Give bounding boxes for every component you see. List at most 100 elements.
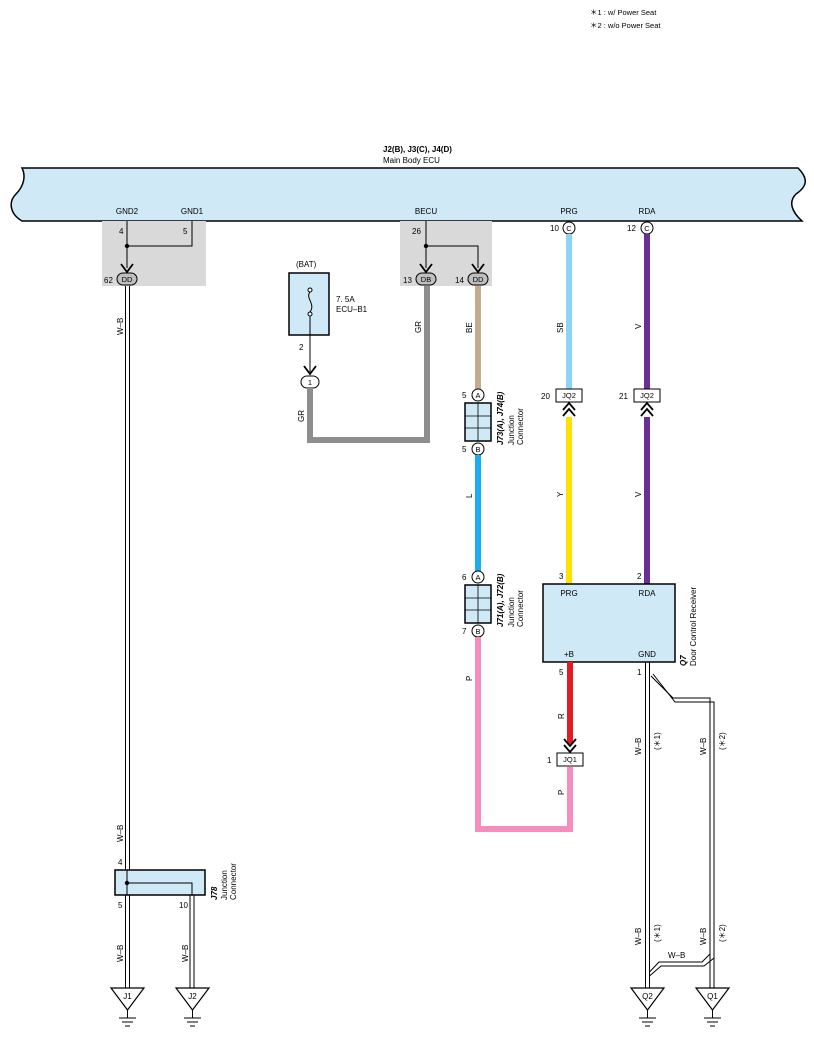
fuse-term-label: 1 [308,378,312,387]
q7-name: Door Control Receiver [689,587,698,666]
wire-label-wb-j1: W–B [116,945,125,962]
j71-conn-a-label: A [475,573,480,582]
wire-label-wb-q7-3: W–B [634,928,643,945]
ground-q1-label: Q1 [707,992,718,1001]
j73-conn-a-label: A [475,391,480,400]
j71-conn-b-label: B [475,627,480,636]
j78-pin-in: 4 [118,858,123,867]
j71-name-1: Junction [507,597,516,627]
ground-j2 [174,987,211,1027]
ecu-pin-num-gnd2: 4 [119,227,124,236]
j78-pin-out1: 5 [118,901,123,910]
fuse-terminal-bottom [307,311,313,317]
j71-code: J71(A), J72(B) [496,573,505,627]
ecu-pin-num-becu: 26 [412,227,421,236]
jq2-prg-arrow [562,401,576,417]
ground-q2 [629,987,666,1027]
j73-grid [465,403,491,441]
becu-arrow-right [471,263,485,274]
j73-name-2: Connector [516,408,525,445]
cond-label-2b: (＊2) [718,924,727,942]
j71-pin-a: 6 [462,573,467,582]
jq2-rda-arrow [640,401,654,417]
cond-label-1a: (＊1) [653,732,662,750]
becu-conn-db-pin: 13 [403,276,412,285]
wire-label-wb-1: W–B [116,318,125,335]
j71-grid [465,585,491,623]
q7-pin-num-prg: 3 [559,572,564,581]
wire-label-gr-2: GR [414,321,423,333]
j73-conn-b-label: B [475,445,480,454]
jq1-box [556,752,584,767]
j71-name-2: Connector [516,590,525,627]
ecu-pin-num-rda: 12 [627,224,636,233]
ecu-pin-prg: PRG [560,207,577,216]
wire-gnd2-wb [125,286,130,870]
cond-label-2a: (＊2) [718,732,727,750]
wire-label-l: L [465,493,474,498]
fuse-box [288,272,330,336]
ground-j1 [109,987,146,1027]
ecu-pin-num-gnd1: 5 [183,227,188,236]
ecu-pin-gnd2: GND2 [116,207,139,216]
becu-conn-dd-label: DD [473,275,484,284]
ground-conn-badge [116,272,138,286]
ground-arrow [120,263,134,274]
jq1-pin: 1 [547,756,552,765]
j73-name-1: Junction [507,415,516,445]
q7-pin-prg: PRG [560,589,577,598]
fuse-terminal-top [307,287,313,293]
q7-pin-num-rda: 2 [637,572,642,581]
wire-label-r: R [557,713,566,719]
ecu-rda-conn-label: C [644,224,650,233]
wire-p [475,637,573,832]
ecu-pin-num-prg: 10 [550,224,559,233]
j78-name-2: Connector [229,863,238,900]
ecu-code: J2(B), J3(C), J4(D) [383,145,452,154]
j71-conn-a [471,570,485,584]
wire-label-wb-q7-4: W–B [699,928,708,945]
fuse-rating: 7. 5A [336,295,355,304]
wire-label-wb-q7-1: W–B [634,738,643,755]
ecu-name: Main Body ECU [383,156,440,165]
ground-q2-label: Q2 [642,992,653,1001]
q7-pin-rda: RDA [639,589,657,598]
becu-conn-db-label: DB [421,275,431,284]
jq2-rda-pin: 21 [619,392,628,401]
ground-conn-label: DD [122,275,133,284]
note-no-power-seat: ＊2 : w/o Power Seat [590,21,661,30]
jq1-arrow [563,738,577,754]
fuse-source: (BAT) [296,260,317,269]
wire-label-wb-j2: W–B [181,945,190,962]
jq2-prg-pin: 20 [541,392,550,401]
j73-pin-b: 5 [462,445,467,454]
becu-conn-db-badge [415,272,437,286]
ecu-pin-rda: RDA [639,207,657,216]
fuse-out-pin: 2 [299,343,304,352]
j78-pin-out2: 10 [179,901,188,910]
q7-code: Q7 [679,655,688,666]
ground-q1 [694,987,731,1027]
wire-label-be: BE [465,322,474,333]
ground-conn-pin: 62 [104,276,113,285]
jq2-prg-label: JQ2 [562,391,576,400]
ground-j1-label: J1 [123,992,132,1001]
q7-pin-gnd: GND [638,650,656,659]
wire-label-y: Y [556,491,565,497]
j71-pin-b: 7 [462,627,467,636]
ground-j2-label: J2 [188,992,197,1001]
ecu-pin-gnd1: GND1 [181,207,204,216]
note-power-seat: ＊1 : w/ Power Seat [590,8,657,17]
wire-label-wb-2: W–B [116,825,125,842]
becu-conn-dd-pin: 14 [455,276,464,285]
q7-box [542,583,676,663]
cond-label-1b: (＊1) [653,924,662,942]
becu-arrow-left [419,263,433,274]
wire-label-sb: SB [556,322,565,333]
j78-code: J78 [210,886,219,900]
jq2-rda-label: JQ2 [640,391,654,400]
j78-name-1: Junction [220,870,229,900]
wire-label-wb-q7-2: W–B [699,738,708,755]
j73-code: J73(A), J74(B) [496,391,505,445]
